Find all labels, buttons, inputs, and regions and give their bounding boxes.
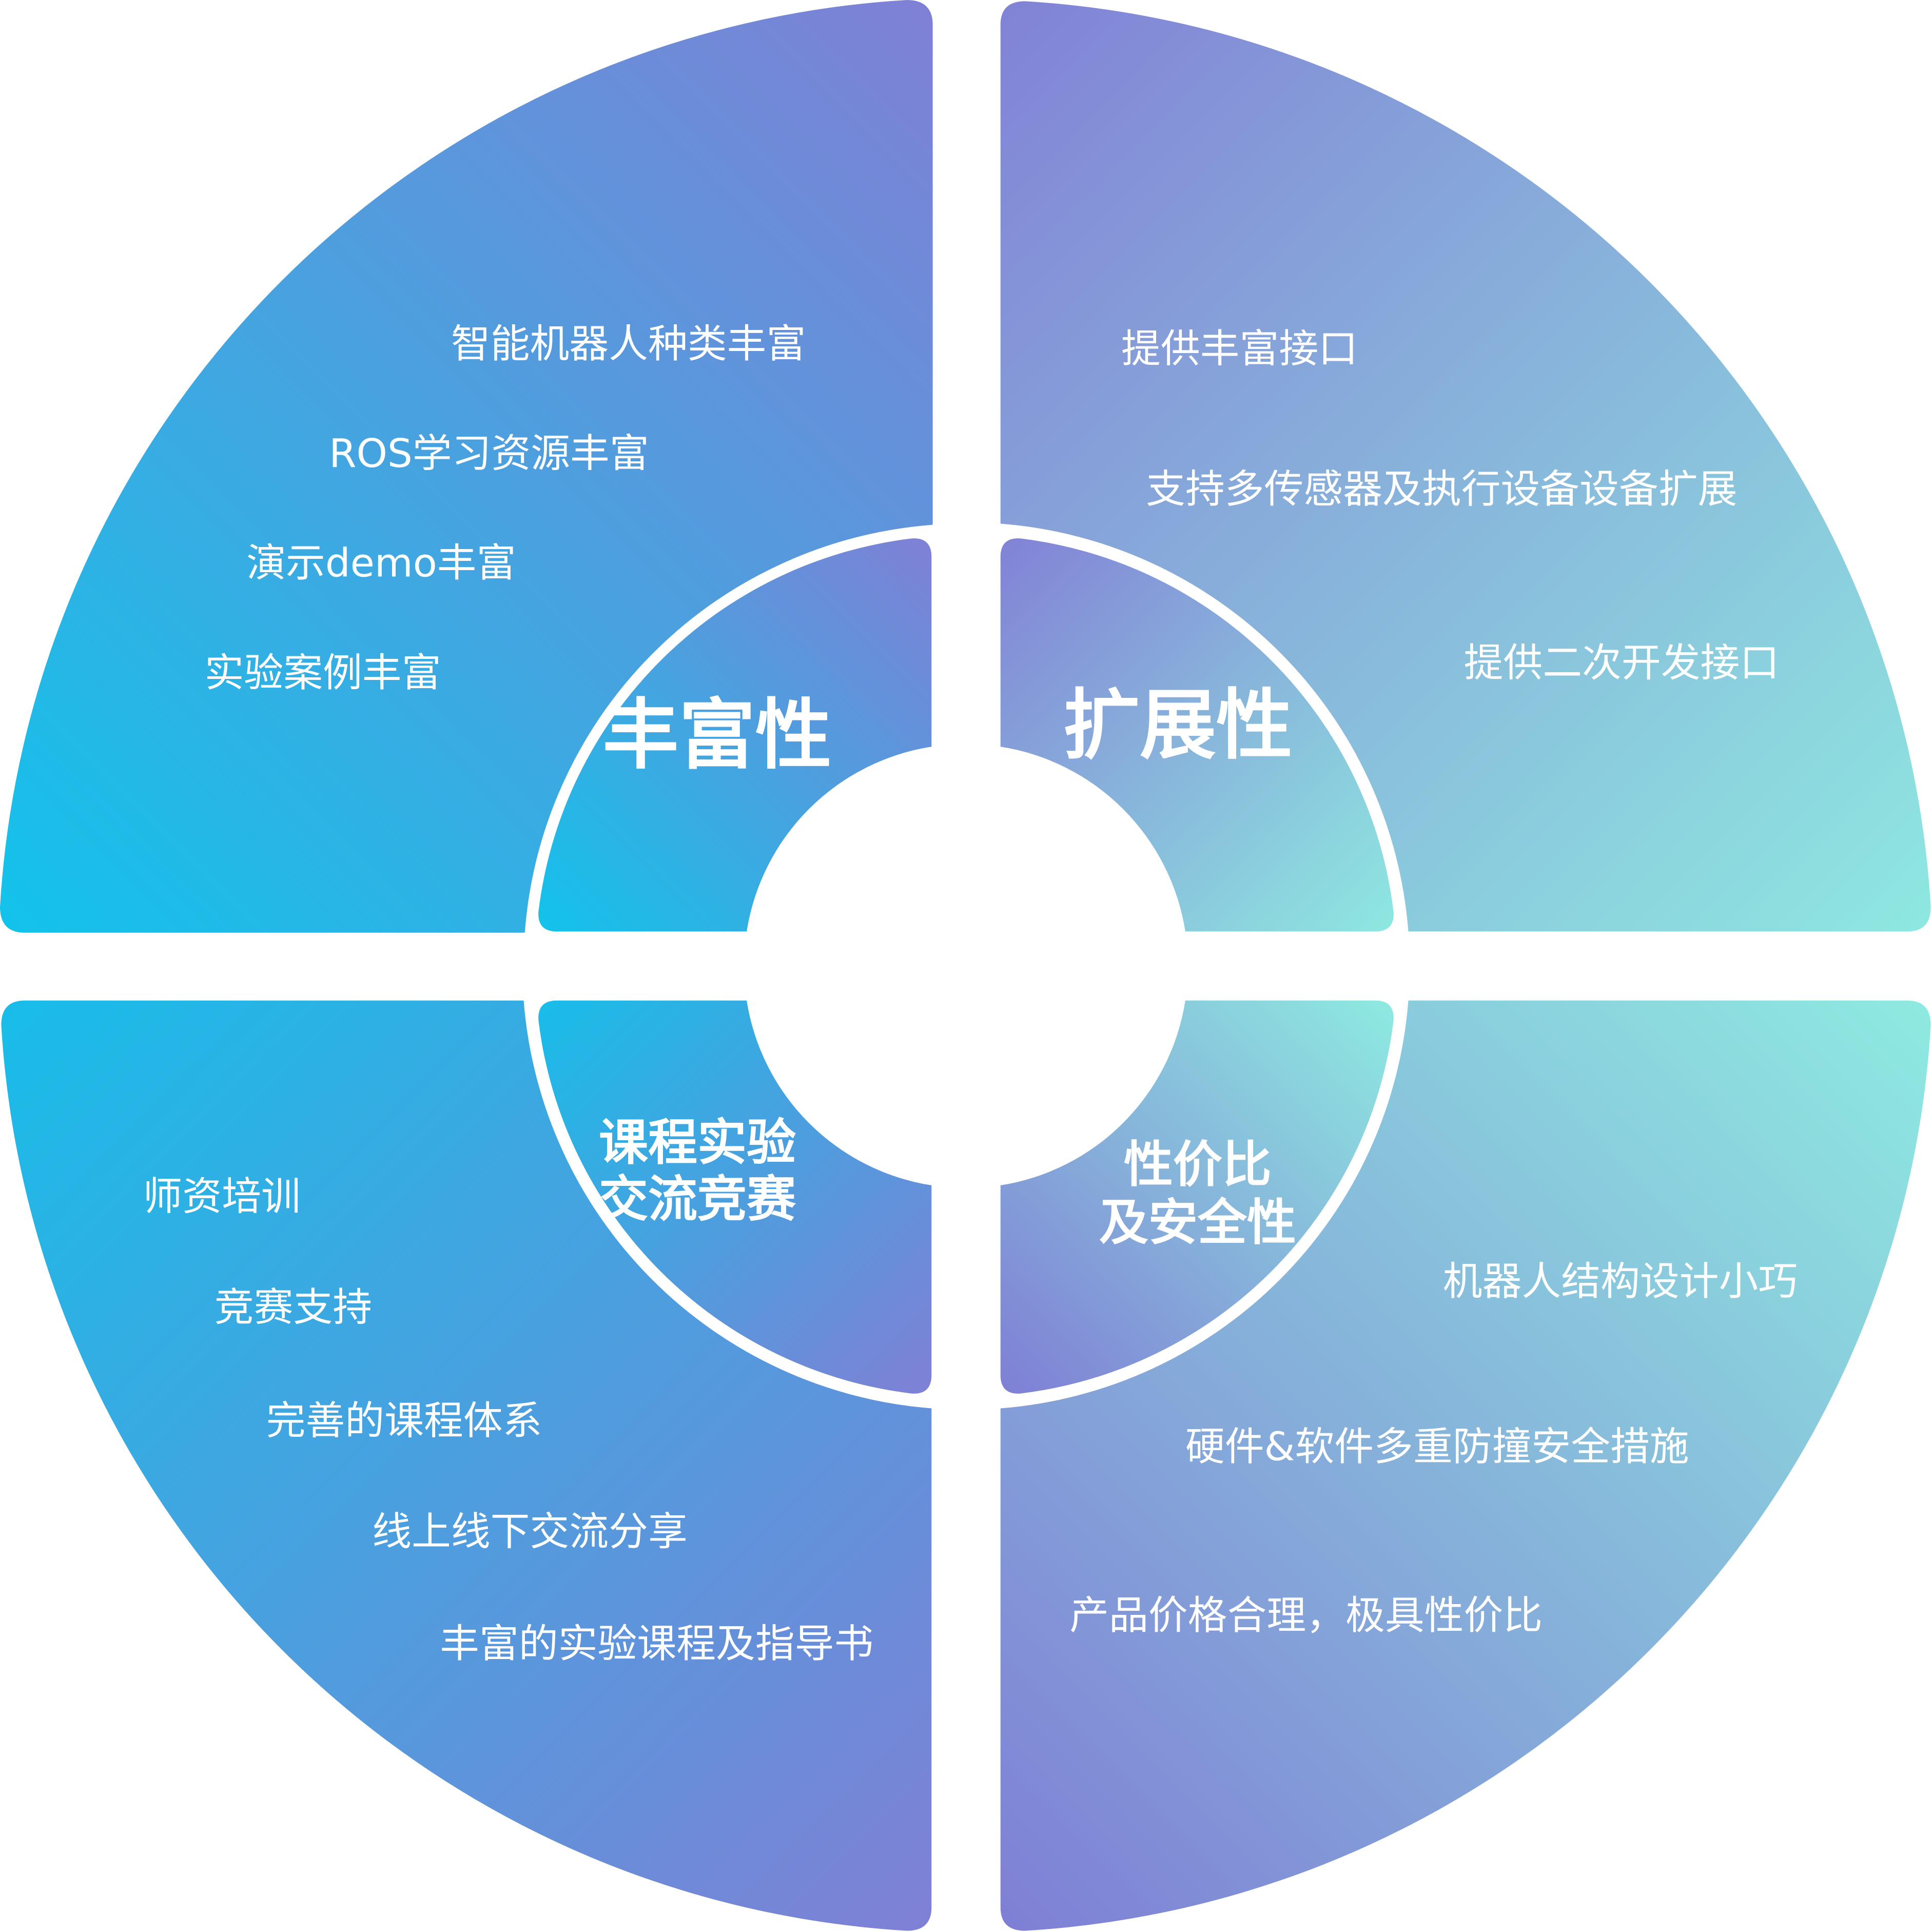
quadrant-extensibility-inner (1000, 538, 1394, 932)
quadrant-richness-inner (538, 538, 932, 932)
list-item: 支持多传感器及执行设备设备扩展 (1146, 467, 1737, 513)
quadrant-extensibility-outer (1000, 1, 1931, 932)
title-extensibility: 扩展性 (1063, 681, 1293, 770)
title-richness: 丰富性 (602, 691, 832, 780)
quadrant-richness-outer (0, 0, 933, 933)
list-item: 丰富的实验课程及指导书 (440, 1622, 873, 1667)
list-item: 线上线下交流分享 (372, 1509, 688, 1555)
title-value-safety-line2: 及安全性 (1099, 1194, 1296, 1252)
quadrant-courses-inner (538, 1000, 932, 1394)
list-item: 提供丰富接口 (1121, 326, 1358, 372)
list-item: 师资培训 (143, 1174, 301, 1220)
list-item: 实验案例丰富 (205, 650, 441, 696)
title-value-safety-line1: 性价比 (1124, 1136, 1272, 1194)
title-courses-line1: 课程实验 (599, 1114, 796, 1171)
list-item: 完善的课程体系 (266, 1398, 542, 1444)
list-item: ROS学习资源丰富 (329, 431, 649, 477)
list-item: 机器人结构设计小巧 (1443, 1259, 1798, 1305)
list-item: 智能机器人种类丰富 (451, 321, 806, 367)
quadrant-value-safety-outer (1000, 1000, 1931, 1931)
list-item: 提供二次开发接口 (1464, 640, 1780, 686)
list-item: 产品价格合理，极具性价比 (1069, 1593, 1543, 1638)
quadrant-courses-outer (1, 1000, 932, 1931)
title-courses-line2: 交流竞赛 (599, 1170, 796, 1228)
list-item: 演示demo丰富 (246, 541, 516, 587)
list-item: 硬件&软件多重防撞安全措施 (1185, 1424, 1689, 1470)
quadrant-value-safety-inner (1000, 1000, 1394, 1394)
list-item: 竞赛支持 (214, 1285, 372, 1331)
